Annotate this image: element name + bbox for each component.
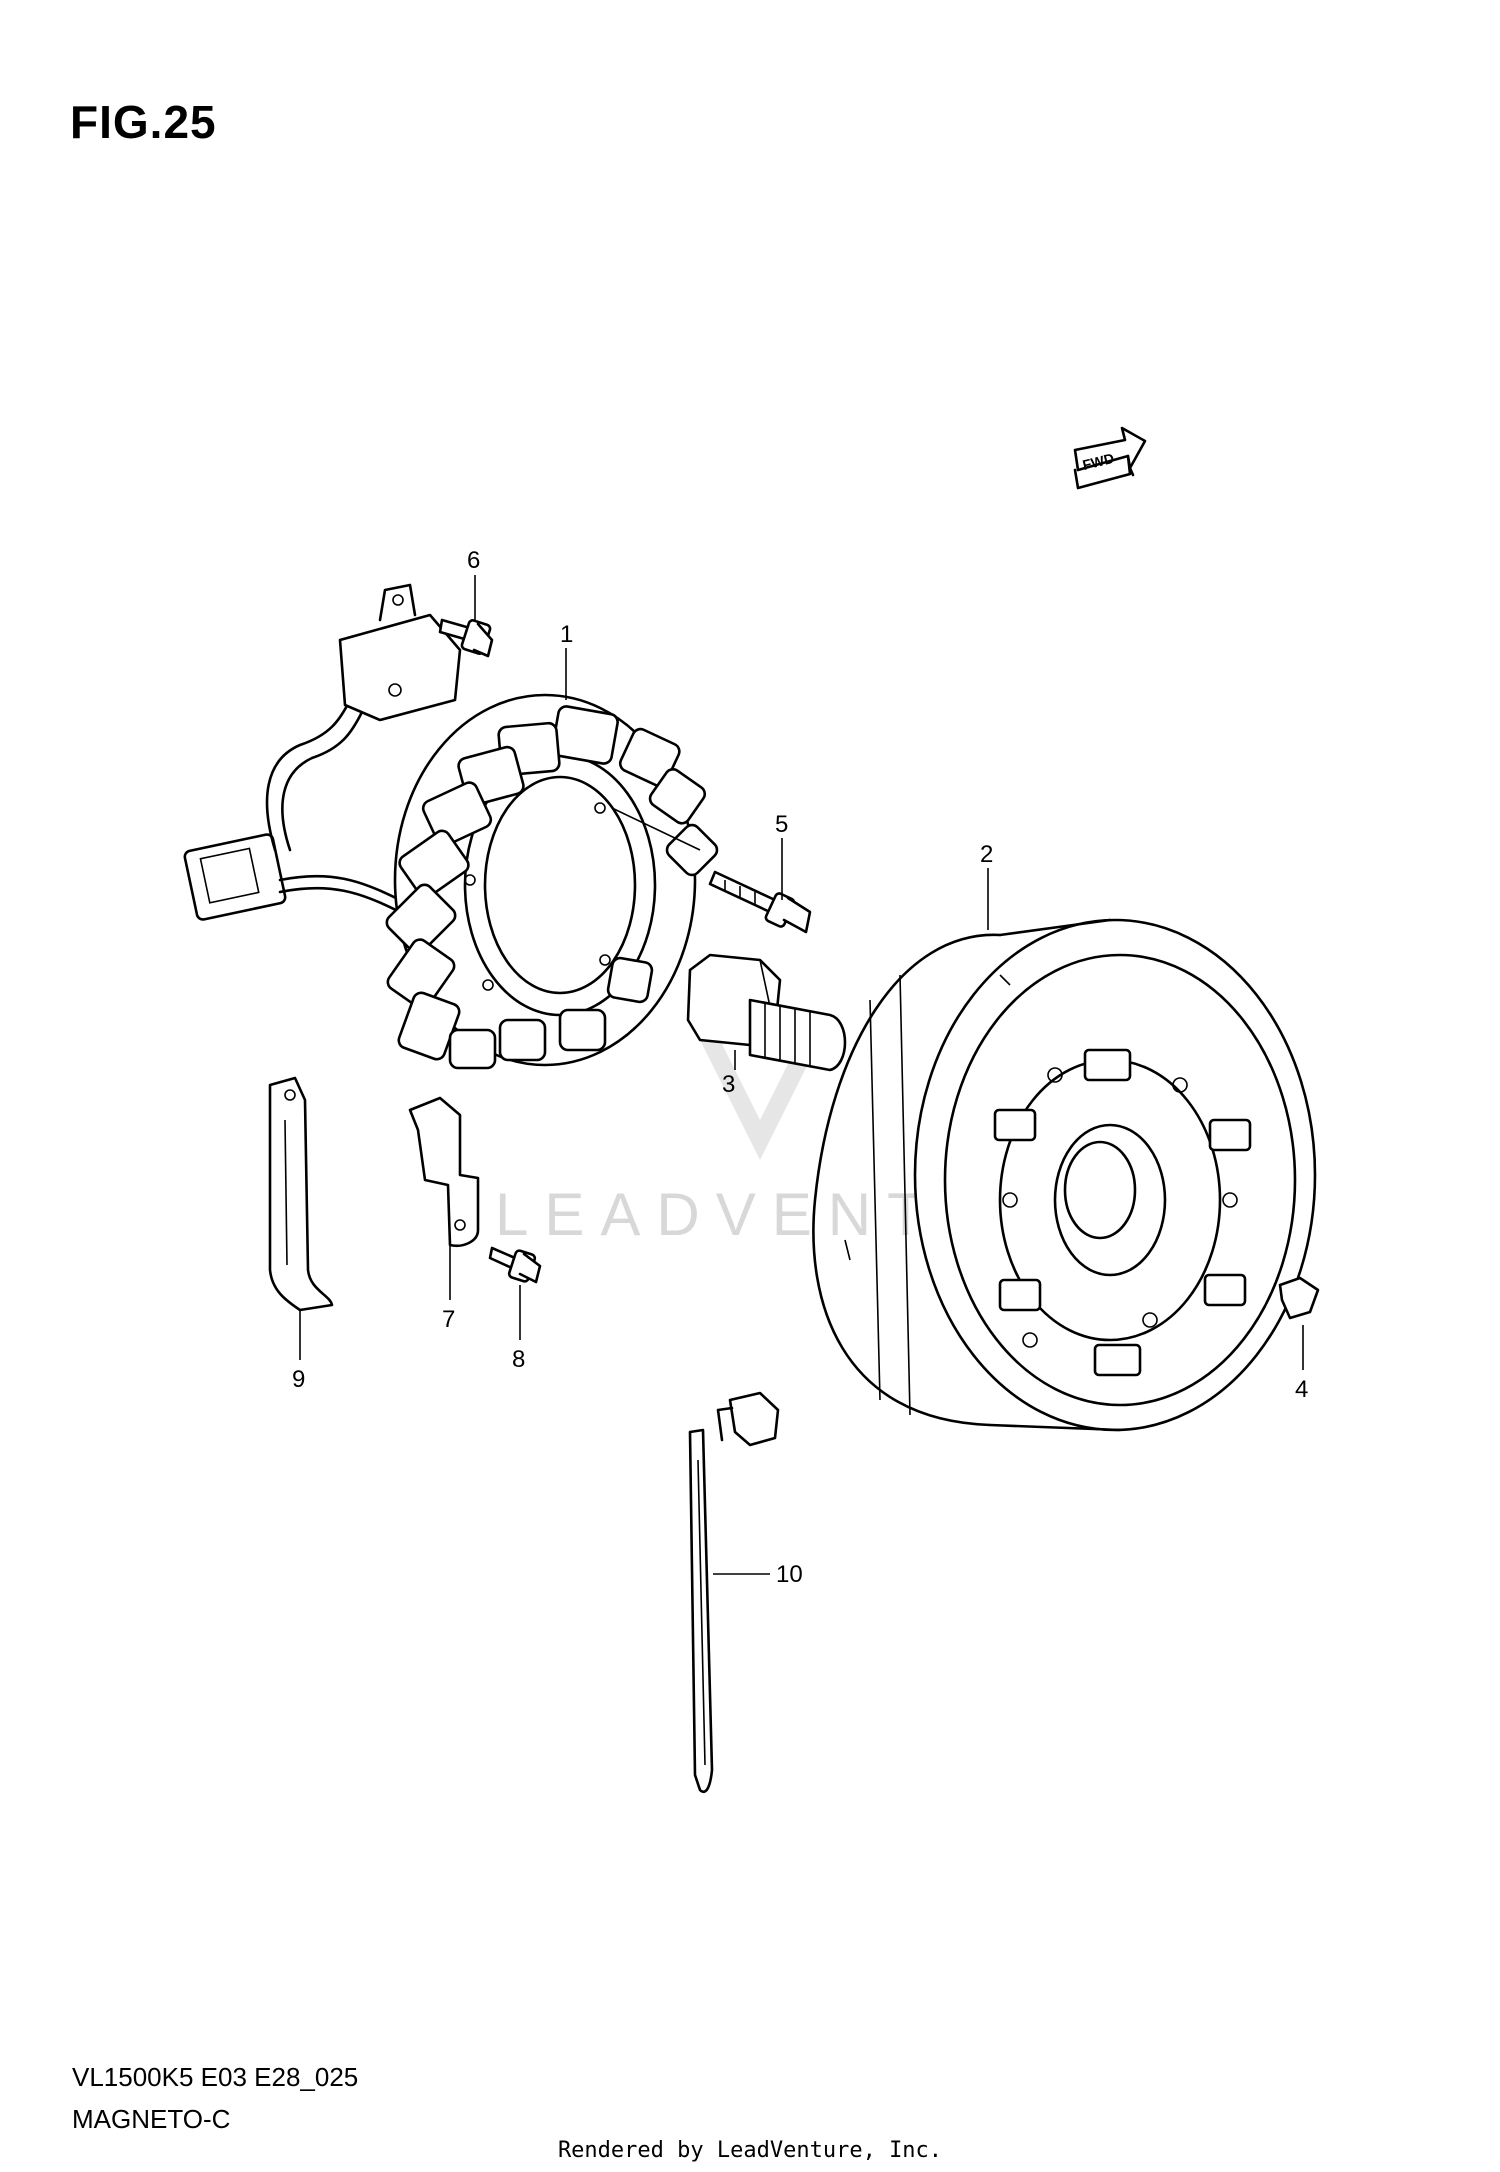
section-name: MAGNETO-C: [72, 2104, 231, 2134]
rendered-by-credit: Rendered by LeadVenture, Inc.: [557, 2138, 943, 2163]
screw-part-8: [488, 1246, 542, 1284]
cable-tie-part-10: [688, 1391, 780, 1794]
model-code: VL1500K5 E03 E28_025: [72, 2062, 359, 2092]
callout-7: 7: [442, 1306, 455, 1333]
bracket-part-7: [408, 1096, 480, 1248]
callout-5: 5: [775, 811, 788, 838]
key-part-4: [1278, 1276, 1320, 1320]
callout-2: 2: [980, 841, 993, 868]
callout-10: 10: [776, 1561, 803, 1588]
bolt-part-5: [708, 870, 812, 934]
callout-6: 6: [467, 547, 480, 574]
rotor-part-2: [812, 918, 1317, 1432]
bolt-part-6: [438, 618, 494, 658]
callout-1: 1: [560, 621, 573, 648]
bolt-part-3: [686, 953, 847, 1072]
callout-3: 3: [722, 1071, 735, 1098]
callout-8: 8: [512, 1346, 525, 1373]
fwd-label: FWD: [1081, 450, 1116, 473]
callout-9: 9: [292, 1366, 305, 1393]
fwd-arrow-icon: FWD: [1073, 426, 1147, 490]
callout-4: 4: [1295, 1376, 1308, 1403]
clamp-part-9: [268, 1076, 334, 1312]
leader-lines: [299, 575, 1304, 1575]
stator-part-1: [89, 583, 719, 1070]
figure-title: FIG.25: [70, 96, 217, 148]
callouts: 1 2 3 4 5 6 7 8 9 10: [292, 547, 1308, 1588]
